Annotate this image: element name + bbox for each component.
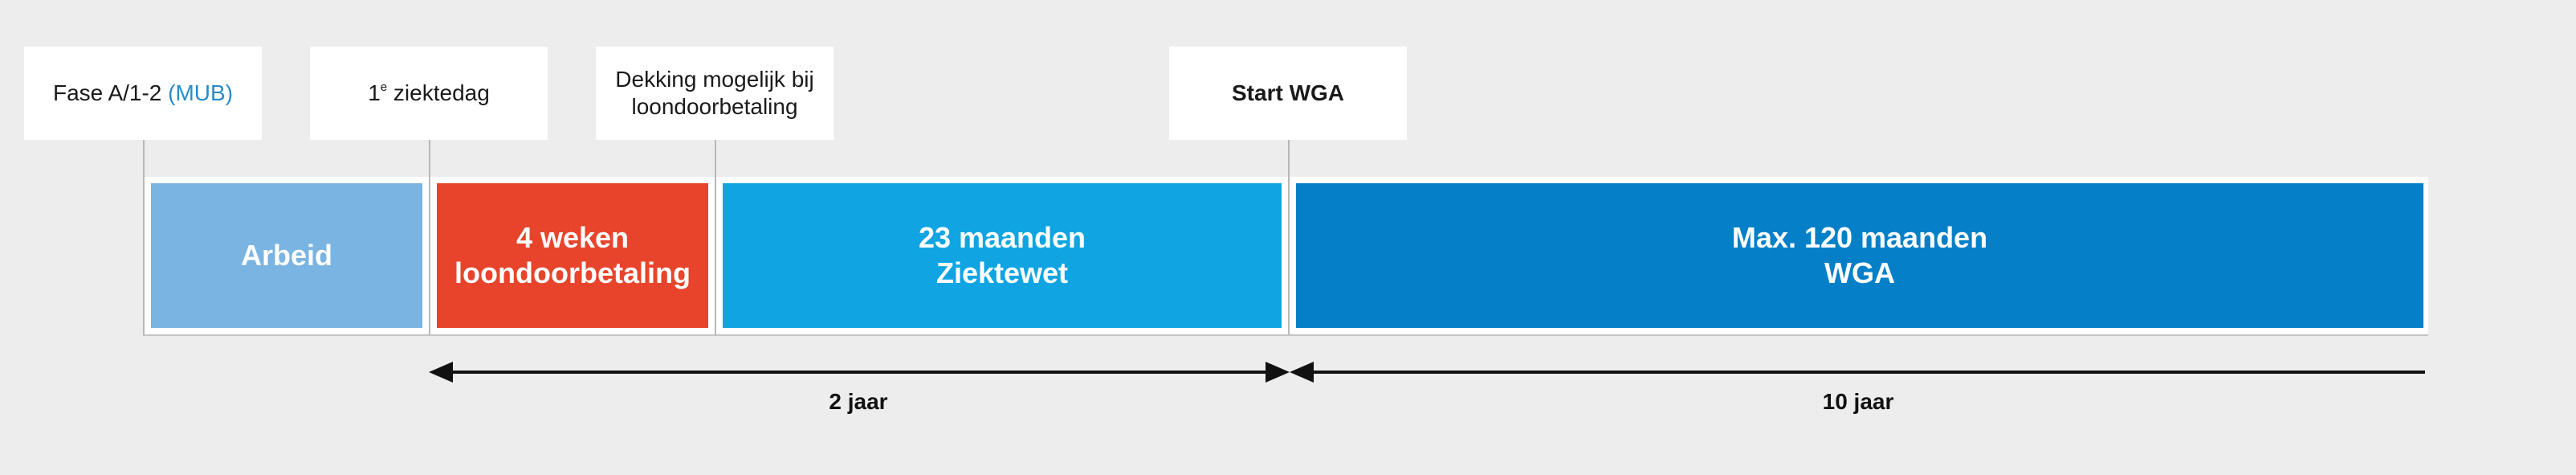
phase-label-text: Fase A/1-2 (MUB) <box>52 80 234 105</box>
arrow-line-10-jaar <box>1310 371 2425 374</box>
arrow-left-head-2-jaar <box>429 362 453 383</box>
connector-line-start-wga <box>1288 140 1290 336</box>
arrow-left-head-10-jaar <box>1290 362 1314 383</box>
phase-label: Fase A/1-2 (MUB) <box>24 47 262 140</box>
connector-line-first-sick-day <box>429 140 430 336</box>
mub-accent: (MUB) <box>168 80 234 105</box>
first-sick-day-label: 1e ziektedag <box>310 47 548 140</box>
duration-2-jaar: 2 jaar <box>829 389 888 414</box>
start-wga-label: Start WGA <box>1169 47 1407 140</box>
connector-line-phase <box>143 140 145 336</box>
arrow-line-2-jaar <box>450 371 1269 374</box>
first-sick-day-text: 1e ziektedag <box>368 80 490 105</box>
arrow-right-head-2-jaar <box>1266 362 1290 383</box>
connector-line-coverage <box>715 140 716 336</box>
duration-10-jaar: 10 jaar <box>1822 389 1894 414</box>
timeline-baseline <box>143 334 2428 336</box>
start-wga-text: Start WGA <box>1232 80 1344 105</box>
bar-arbeid-label: Arbeid <box>240 239 332 272</box>
bar-arbeid: Arbeid <box>151 183 422 328</box>
